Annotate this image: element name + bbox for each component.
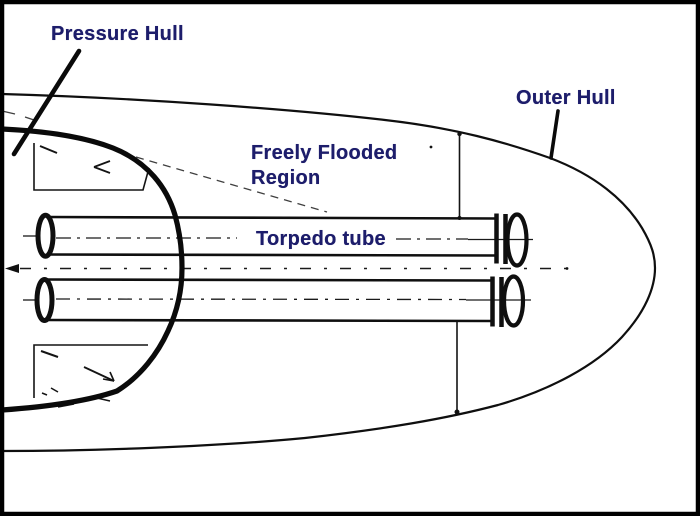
flooded-region-boundary-line bbox=[454, 131, 462, 415]
breech-cap-upper bbox=[35, 212, 56, 259]
muzzle-door-lower bbox=[501, 274, 526, 328]
scan-speck bbox=[429, 145, 433, 149]
outer-hull-label: Outer Hull bbox=[516, 87, 616, 109]
muzzle-door-upper bbox=[505, 212, 529, 268]
lower-ballast-compartment bbox=[33, 344, 148, 408]
pressure-hull-label: Pressure Hull bbox=[51, 23, 184, 45]
torpedo-tube-label: Torpedo tube bbox=[256, 228, 386, 250]
outer-hull-outline bbox=[1, 92, 657, 453]
torpedo-tube-upper bbox=[35, 212, 529, 268]
freely-flooded-line1: Freely Flooded bbox=[251, 142, 398, 164]
torpedo-tube-centerlines bbox=[23, 235, 533, 301]
freely-flooded-region-label: Freely Flooded Region bbox=[251, 141, 397, 191]
breech-cap-lower bbox=[34, 277, 55, 323]
outer-hull-leader-line bbox=[549, 109, 560, 160]
upper-ballast-compartment bbox=[33, 143, 150, 191]
pressure-hull-leader-line bbox=[11, 48, 82, 157]
freely-flooded-line2: Region bbox=[251, 167, 321, 189]
ship-centerline bbox=[5, 264, 570, 273]
pressure-hull-outline bbox=[0, 126, 185, 413]
torpedo-tube-lower bbox=[34, 274, 526, 328]
